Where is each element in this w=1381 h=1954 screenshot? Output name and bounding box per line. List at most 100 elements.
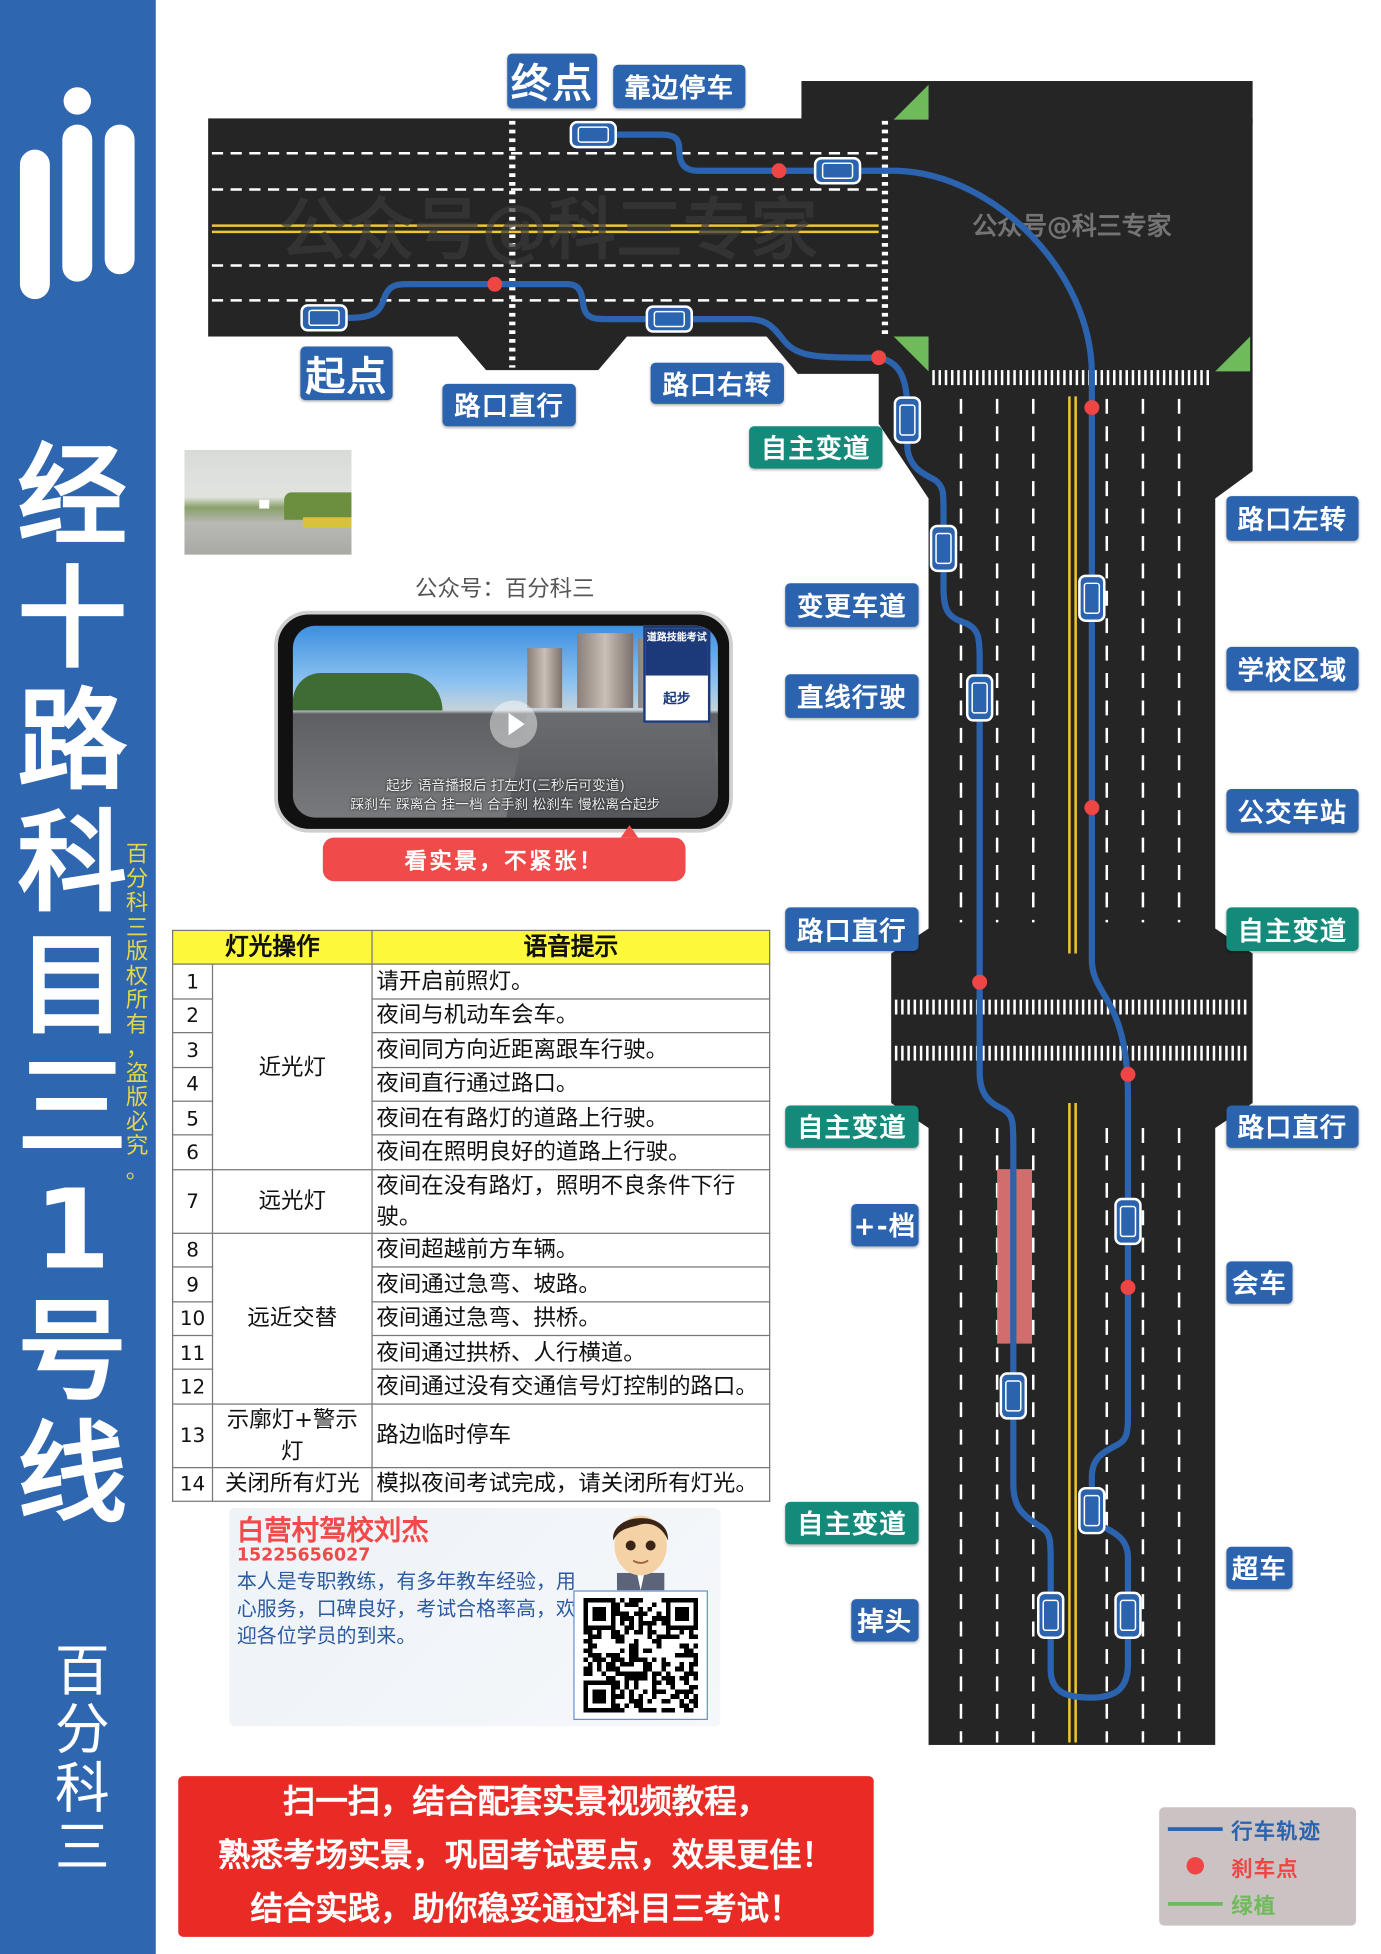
qr-module [661,1657,666,1663]
qr-module [652,1689,657,1695]
video-caption: 公众号：百分科三 [415,575,595,603]
voice-prompt: 夜间同方向近距离跟车行驶。 [371,1032,771,1068]
road-bay [457,336,627,371]
qr-module [620,1611,625,1617]
qr-module [610,1634,616,1640]
light-operation: 关闭所有灯光 [211,1466,373,1503]
qr-module [592,1643,598,1649]
qr-module [675,1694,680,1699]
copyright-char: 版 [125,1084,149,1111]
video-subtitle: 起步 语音播报后 打左灯(三秒后可变道) [386,777,625,794]
car-body [965,674,994,722]
qr-module [633,1648,639,1653]
title-char: 经 [17,432,128,561]
light-operation: 示廓灯+警示灯 [211,1403,373,1468]
qr-module [629,1698,634,1704]
qr-module [615,1694,621,1699]
copyright-char: 。 [125,1157,149,1184]
qr-module [656,1611,662,1617]
qr-module [684,1680,689,1686]
qr-module [624,1602,630,1608]
brand-name: 百分科三 [47,1643,117,1877]
brake-point [1084,400,1100,416]
qr-module [638,1675,643,1681]
video-player[interactable]: 道路技能考试 起步 起步 语音播报后 打左灯(三秒后可变道) 踩刹车 踩离合 挂… [274,610,733,833]
qr-module [624,1625,630,1630]
qr-module [610,1666,616,1672]
qr-module [597,1634,602,1640]
qr-module [647,1629,653,1635]
qr-module [620,1671,625,1676]
qr-code[interactable] [573,1590,708,1721]
qr-module [642,1657,648,1663]
road-photo [184,449,352,555]
video-screen[interactable]: 道路技能考试 起步 起步 语音播报后 打左灯(三秒后可变道) 踩刹车 踩离合 挂… [292,625,718,818]
qr-finder [583,1680,616,1713]
qr-module [633,1680,639,1686]
qr-module [652,1629,657,1635]
qr-module [693,1694,698,1699]
qr-module [661,1689,666,1695]
label-lane-change: 自主变道 [1226,907,1359,951]
qr-module [610,1629,616,1635]
qr-module [688,1689,694,1695]
qr-module [615,1652,621,1658]
qr-module [652,1616,657,1621]
watermark: 公众号@科三专家 [972,211,1171,240]
copyright-char: ， [125,1035,149,1062]
qr-module [624,1611,630,1617]
qr-module [615,1657,621,1663]
car-window [308,309,340,327]
route-line-icon [1167,1826,1223,1831]
title-char: 十 [17,554,128,684]
label-pull-over: 靠边停车 [613,64,746,109]
qr-module [647,1698,653,1704]
qr-module [688,1666,694,1672]
qr-module [656,1616,662,1621]
legend-label: 刹车点 [1231,1856,1299,1882]
video-subtitle: 踩刹车 踩离合 挂一档 合手刹 松刹车 慢松离合起步 [350,796,661,813]
qr-module [642,1662,648,1667]
qr-module [670,1707,676,1713]
brake-point [1120,1280,1136,1295]
qr-module [624,1671,630,1676]
qr-module [684,1671,689,1676]
qr-module [642,1666,648,1672]
qr-module [629,1620,634,1626]
qr-module [629,1625,634,1630]
row-number: 2 [172,998,214,1034]
qr-module [615,1602,621,1608]
qr-module [592,1652,598,1658]
qr-module [638,1703,643,1708]
qr-module [583,1671,588,1676]
qr-module [647,1662,653,1667]
qr-module [587,1634,593,1640]
play-icon[interactable] [489,700,538,748]
label-straight: 路口直行 [1226,1105,1359,1148]
qr-module [670,1680,676,1686]
copyright-notice: 百分科三版权所有，盗版必究。 [125,843,150,1183]
qr-module [633,1602,639,1608]
label-end: 终点 [507,53,598,109]
coach-phone[interactable]: 15225656027 [236,1545,371,1566]
qr-module [661,1707,666,1713]
green-line-icon [1167,1901,1223,1906]
car-window [1042,1599,1059,1632]
car-icon [569,120,617,149]
title-char: 号 [17,1287,128,1416]
qr-module [688,1652,694,1658]
car-window [1119,1205,1137,1238]
qr-module [610,1652,616,1658]
qr-module [670,1634,676,1640]
qr-module [610,1662,616,1667]
qr-module [624,1680,630,1686]
title-char: 科 [17,798,128,928]
qr-module [652,1602,657,1608]
light-operation: 远光灯 [211,1168,373,1234]
car-window [1119,1599,1137,1632]
